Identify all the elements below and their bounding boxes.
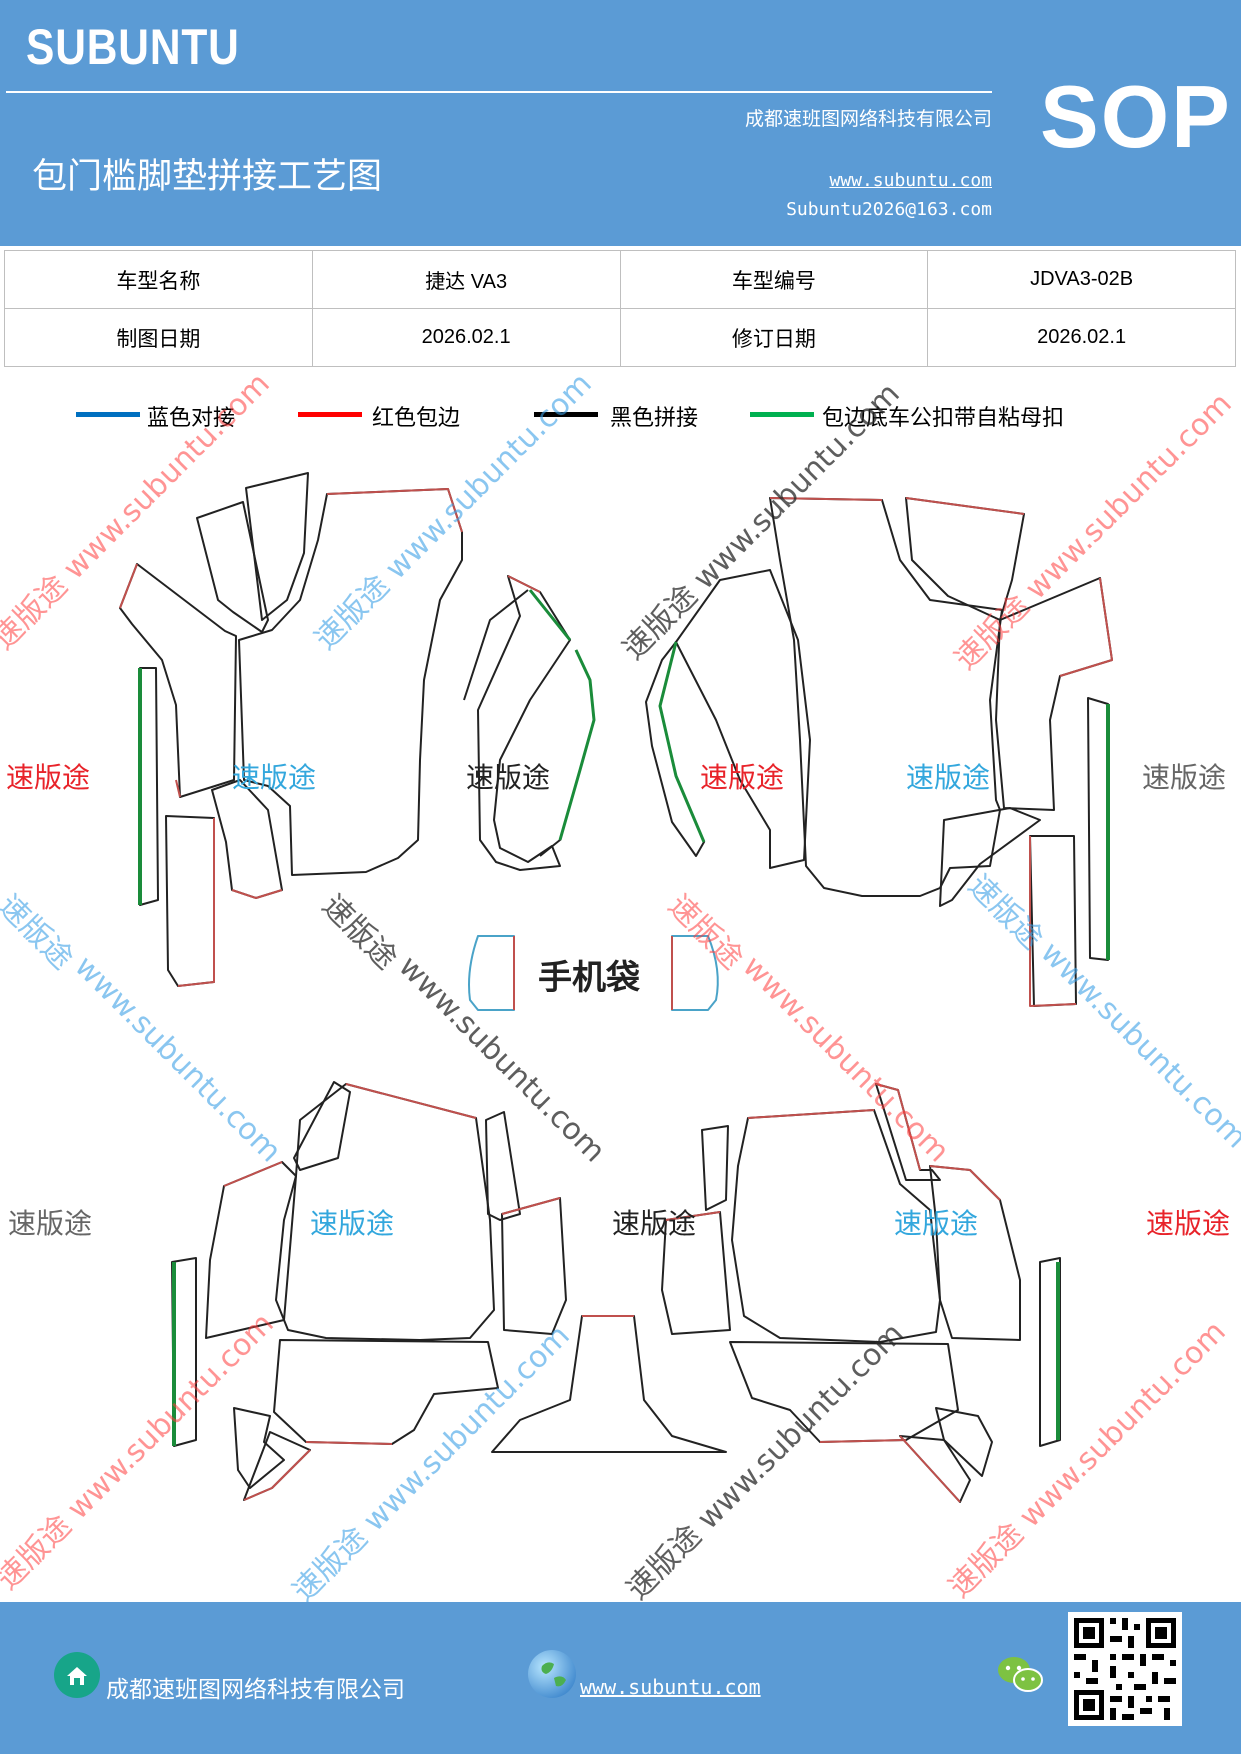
area-label: 速版途 <box>232 761 317 794</box>
footer-company: 成都速班图网络科技有限公司 <box>106 1677 405 1703</box>
pattern-piece <box>905 497 1025 515</box>
model-code-label: 车型编号 <box>619 250 929 309</box>
pattern-piece <box>196 501 269 633</box>
pattern-piece <box>231 889 283 899</box>
company-name: 成都速班图网络科技有限公司 <box>744 108 992 130</box>
pattern-piece <box>929 1165 1001 1201</box>
pattern-piece <box>345 1083 477 1119</box>
pattern-piece <box>769 497 1003 897</box>
area-label: 速版途 <box>894 1207 979 1240</box>
legend-swatch-blue <box>76 412 140 417</box>
table-row: 制图日期 2026.02.1 修订日期 2026.02.1 <box>4 308 1236 367</box>
pattern-piece <box>501 1197 561 1215</box>
email-address: Subuntu2026@163.com <box>786 199 992 220</box>
pattern-piece <box>701 1125 729 1211</box>
pattern-piece <box>119 563 181 798</box>
pattern-piece <box>491 1315 727 1453</box>
pattern-piece <box>819 1439 907 1443</box>
pattern-piece <box>747 1109 875 1119</box>
pattern-piece <box>507 575 541 593</box>
pattern-piece <box>165 815 215 987</box>
pattern-piece <box>658 641 706 843</box>
home-icon <box>54 1652 100 1698</box>
phone-bag-right <box>671 935 719 1011</box>
footer-website-link[interactable]: www.subuntu.com <box>580 1675 761 1699</box>
pattern-piece <box>238 488 463 876</box>
area-label: 速版途 <box>700 761 785 794</box>
website-link[interactable]: www.subuntu.com <box>829 170 992 191</box>
pattern-piece <box>233 1407 285 1489</box>
header-banner <box>0 0 1241 246</box>
revise-date-value: 2026.02.1 <box>927 308 1236 367</box>
pattern-piece <box>558 649 596 841</box>
pattern-piece <box>731 1109 941 1343</box>
info-table: 车型名称 捷达 VA3 车型编号 JDVA3-02B 制图日期 2026.02.… <box>4 250 1236 367</box>
legend: 蓝色对接 红色包边 黑色拼接 包边底车公扣带自粘母扣 <box>0 400 1241 440</box>
pattern-piece <box>223 1161 283 1187</box>
pattern-piece <box>939 807 1041 907</box>
phone-bag-left <box>468 935 515 1011</box>
pattern-piece <box>177 818 215 987</box>
pattern-piece <box>485 1111 521 1221</box>
pattern-piece <box>245 472 309 621</box>
pattern-piece <box>211 779 283 899</box>
area-label: 速版途 <box>310 1207 395 1240</box>
legend-swatch-black <box>534 412 598 417</box>
header-divider <box>6 91 992 93</box>
pattern-piece <box>463 589 529 701</box>
area-label: 速版途 <box>466 761 551 794</box>
area-label: 速版途 <box>612 1207 697 1240</box>
revise-date-label: 修订日期 <box>619 308 929 367</box>
globe-icon <box>528 1650 576 1698</box>
pattern-piece <box>1029 836 1077 1007</box>
pattern-piece <box>501 1197 567 1335</box>
pattern-piece <box>899 1435 971 1503</box>
sop-badge: SOP <box>1040 67 1232 166</box>
legend-swatch-red <box>298 412 362 417</box>
pattern-piece <box>477 575 571 871</box>
brand-logo: SUBUNTU <box>26 19 240 75</box>
pattern-piece <box>899 1435 961 1503</box>
pattern-piece <box>243 1449 311 1501</box>
page-title: 包门槛脚垫拼接工艺图 <box>32 157 383 197</box>
pattern-piece <box>935 1407 993 1477</box>
model-name-value: 捷达 VA3 <box>311 250 621 309</box>
pattern-piece <box>326 488 463 533</box>
pattern-piece <box>305 1441 393 1445</box>
pattern-piece <box>119 563 237 798</box>
pattern-piece <box>1087 697 1109 961</box>
qr-code-icon[interactable] <box>1068 1612 1182 1726</box>
pattern-piece <box>875 1083 921 1171</box>
phone-bag-label: 手机袋 <box>538 958 640 998</box>
legend-label-green: 包边底车公扣带自粘母扣 <box>822 406 1065 431</box>
legend-label-blue: 蓝色对接 <box>147 406 236 431</box>
area-label: 速版途 <box>6 761 91 794</box>
draw-date-label: 制图日期 <box>4 308 313 367</box>
draw-date-value: 2026.02.1 <box>311 308 621 367</box>
pattern-piece <box>929 1165 1021 1341</box>
pattern-piece <box>293 1081 351 1171</box>
model-name-label: 车型名称 <box>4 250 313 309</box>
pattern-piece <box>665 1211 721 1221</box>
pattern-piece <box>273 1339 499 1445</box>
legend-label-red: 红色包边 <box>372 406 461 431</box>
pattern-piece <box>675 569 811 869</box>
area-label: 速版途 <box>1142 761 1227 794</box>
area-label: 速版途 <box>8 1207 93 1240</box>
pattern-piece <box>1059 577 1113 677</box>
pattern-piece <box>769 497 883 501</box>
pattern-piece <box>528 589 572 641</box>
legend-swatch-green <box>750 412 814 417</box>
legend-label-black: 黑色拼接 <box>610 406 699 431</box>
area-label: 速版途 <box>1146 1207 1231 1240</box>
pattern-piece <box>139 667 159 906</box>
wechat-icon[interactable] <box>996 1654 1044 1696</box>
area-label: 速版途 <box>906 761 991 794</box>
